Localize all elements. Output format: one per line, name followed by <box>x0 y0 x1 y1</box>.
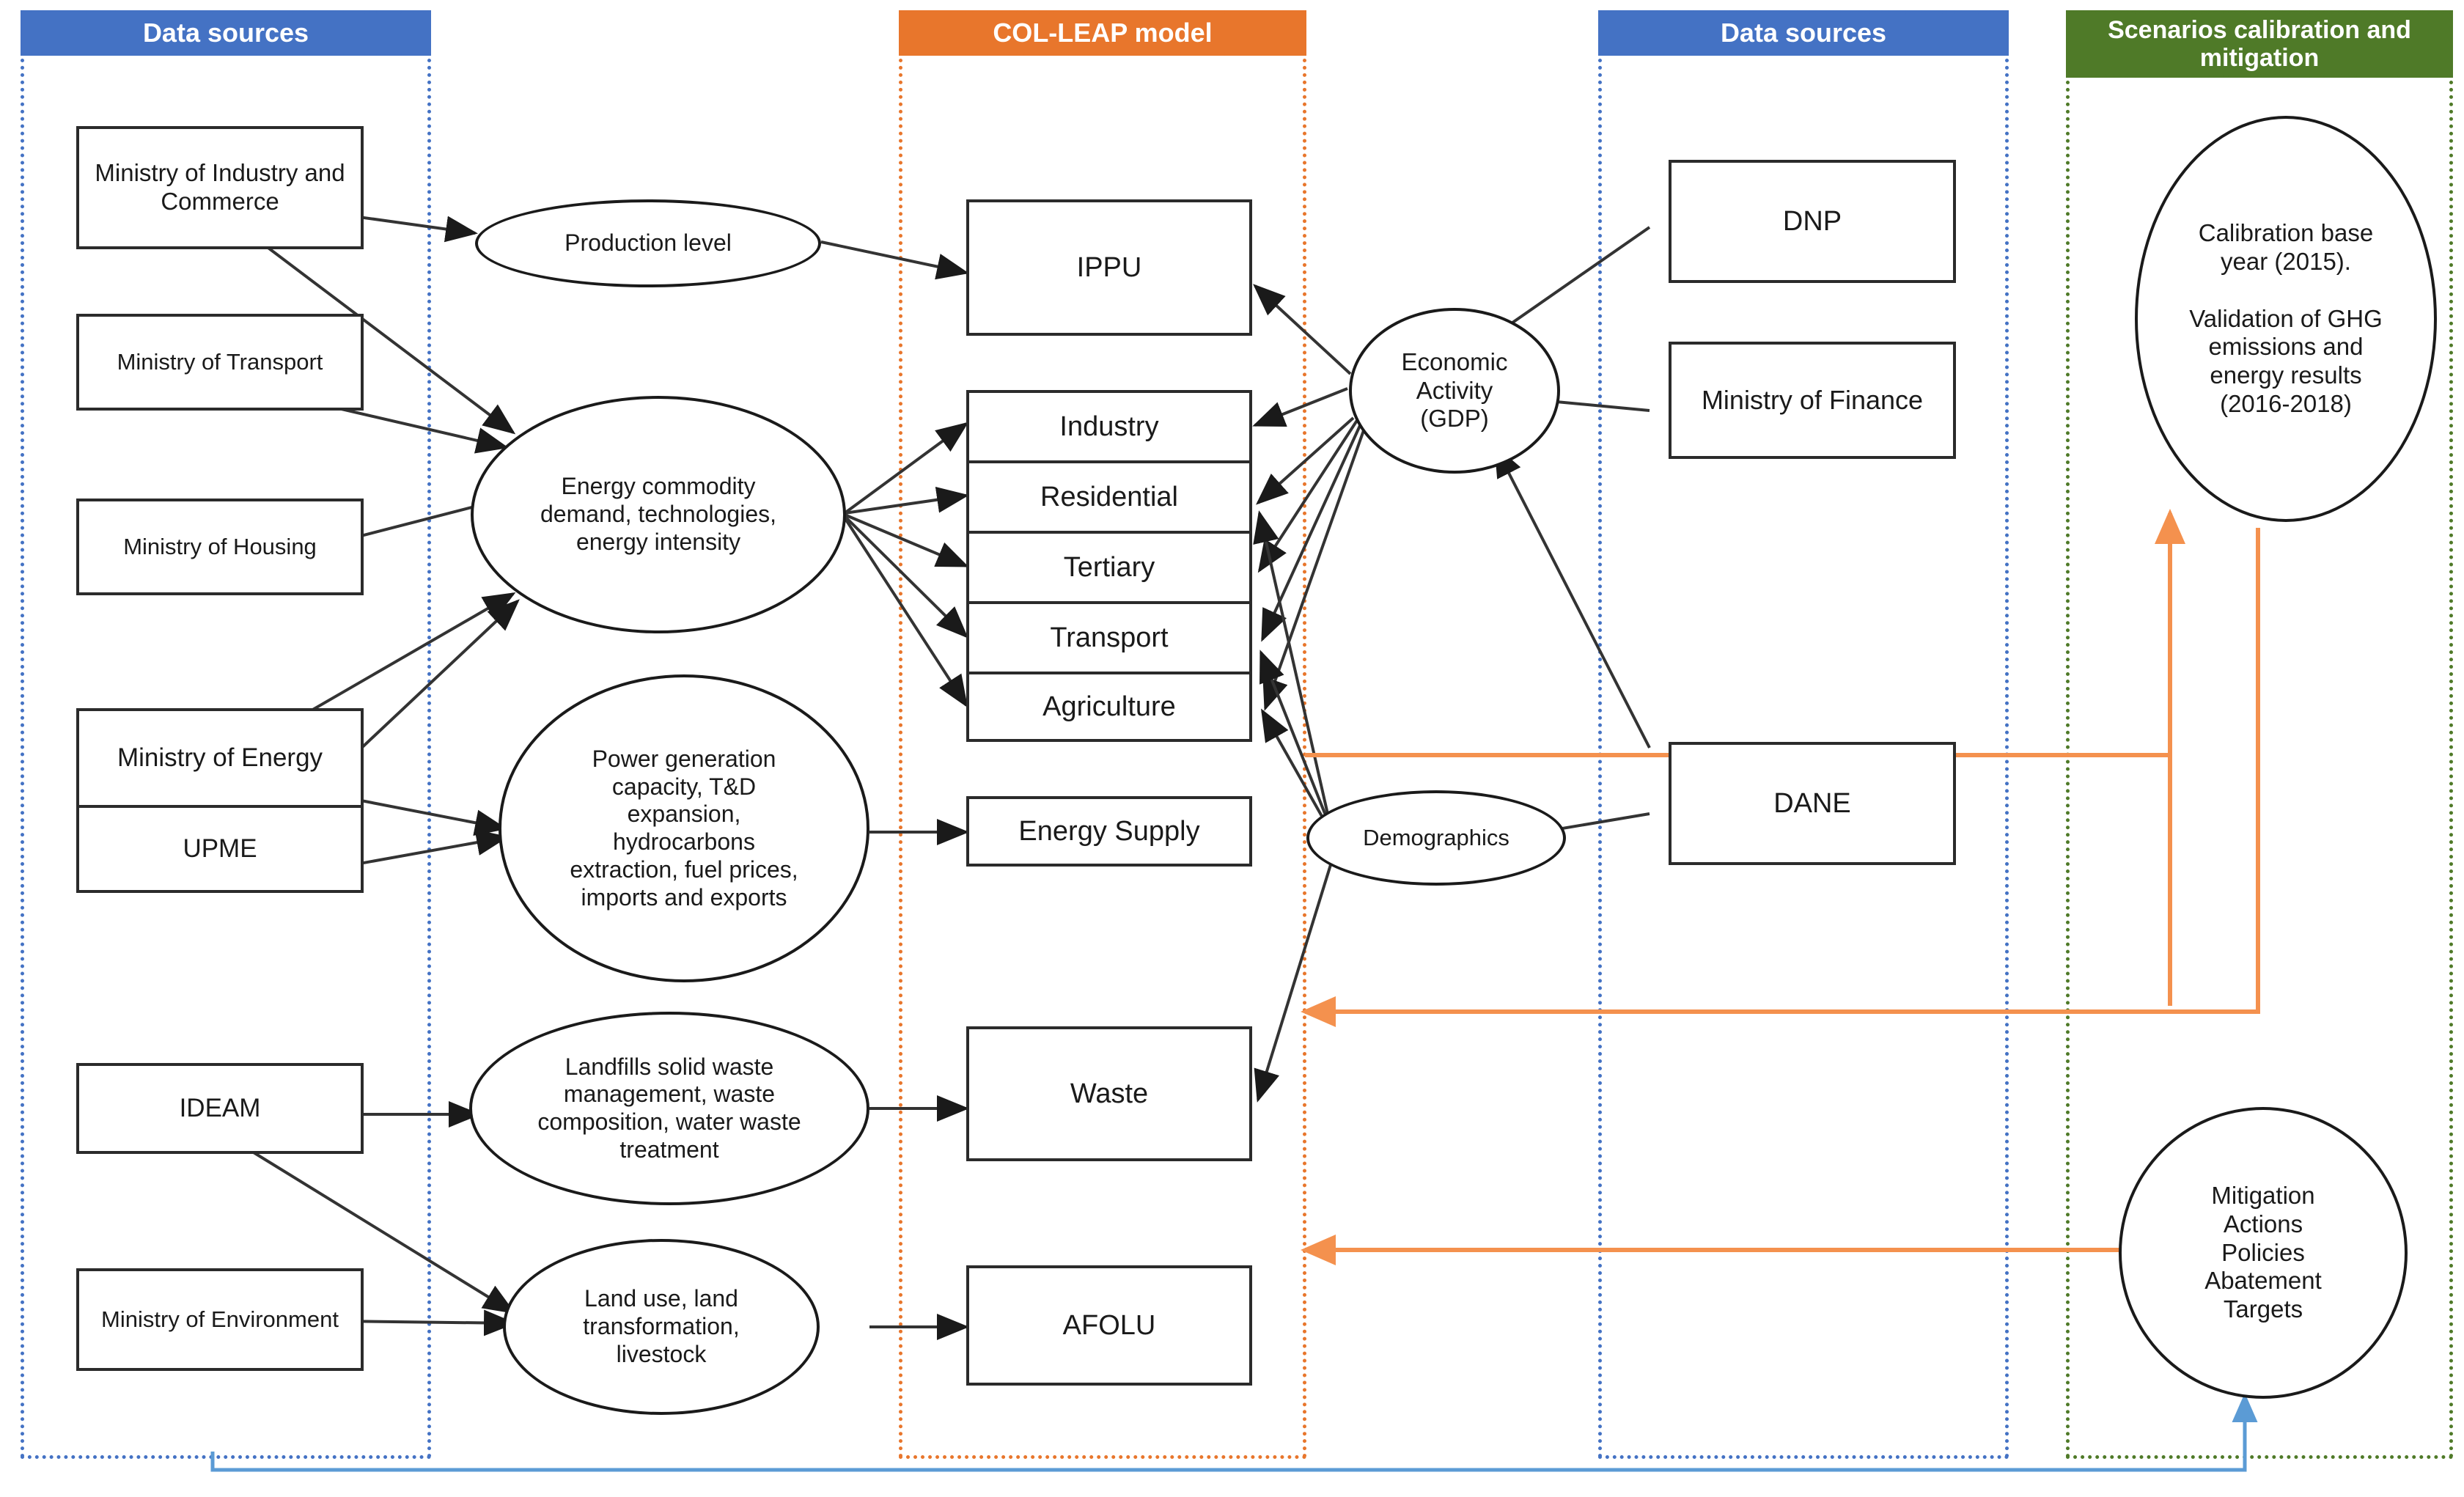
driver-label: Power generation capacity, T&D expansion… <box>570 745 798 911</box>
source-box-dnp[interactable]: DNP <box>1669 160 1956 283</box>
macro-label: Demographics <box>1363 824 1509 850</box>
macro-ellipse-demographics[interactable]: Demographics <box>1306 790 1566 886</box>
scenario-circle-mitigation-actions[interactable]: Mitigation Actions Policies Abatement Ta… <box>2119 1107 2408 1399</box>
panel-header-data-sources-right: Data sources <box>1598 10 2009 56</box>
module-label: AFOLU <box>1062 1309 1156 1341</box>
source-box-ministry-environment[interactable]: Ministry of Environment <box>76 1268 364 1371</box>
source-box-dane[interactable]: DANE <box>1669 742 1956 865</box>
panel-title: Data sources <box>142 17 309 48</box>
source-box-ideam[interactable]: IDEAM <box>76 1063 364 1154</box>
panel-header-data-sources-left: Data sources <box>21 10 431 56</box>
panel-title: COL-LEAP model <box>993 17 1213 48</box>
source-box-ministry-industry-commerce[interactable]: Ministry of Industry and Commerce <box>76 126 364 249</box>
driver-ellipse-energy-commodity-demand[interactable]: Energy commodity demand, technologies, e… <box>471 396 846 633</box>
scenario-label: Mitigation Actions Policies Abatement Ta… <box>2204 1181 2322 1323</box>
source-label: Ministry of Environment <box>101 1306 339 1332</box>
source-label: DNP <box>1782 205 1842 237</box>
module-label: Residential <box>1040 481 1178 512</box>
module-box-tertiary[interactable]: Tertiary <box>966 531 1252 601</box>
module-box-energy-supply[interactable]: Energy Supply <box>966 796 1252 867</box>
source-box-ministry-housing[interactable]: Ministry of Housing <box>76 499 364 595</box>
source-label: DANE <box>1773 787 1851 819</box>
source-box-ministry-energy[interactable]: Ministry of Energy <box>76 708 364 805</box>
module-box-transport[interactable]: Transport <box>966 601 1252 672</box>
module-label: Waste <box>1070 1078 1149 1109</box>
module-label: Energy Supply <box>1018 815 1200 847</box>
driver-label: Land use, land transformation, livestock <box>583 1285 740 1367</box>
driver-label: Landfills solid waste management, waste … <box>537 1053 801 1163</box>
module-label: Industry <box>1059 411 1159 442</box>
module-label: Tertiary <box>1063 551 1155 583</box>
driver-ellipse-landfills-waste[interactable]: Landfills solid waste management, waste … <box>469 1012 869 1205</box>
module-label: Transport <box>1050 622 1169 653</box>
scenario-circle-calibration-validation[interactable]: Calibration base year (2015). Validation… <box>2135 116 2437 522</box>
module-box-ippu[interactable]: IPPU <box>966 199 1252 336</box>
module-box-residential[interactable]: Residential <box>966 460 1252 531</box>
driver-ellipse-power-generation[interactable]: Power generation capacity, T&D expansion… <box>499 674 869 982</box>
source-box-upme[interactable]: UPME <box>76 805 364 893</box>
driver-ellipse-land-use[interactable]: Land use, land transformation, livestock <box>503 1239 820 1415</box>
driver-ellipse-production-level[interactable]: Production level <box>475 199 821 287</box>
module-label: Agriculture <box>1042 691 1176 722</box>
driver-label: Production level <box>564 229 732 257</box>
module-box-waste[interactable]: Waste <box>966 1026 1252 1161</box>
module-box-industry[interactable]: Industry <box>966 390 1252 460</box>
scenario-label: Calibration base year (2015). Validation… <box>2189 218 2383 418</box>
source-label: Ministry of Transport <box>117 348 323 375</box>
driver-label: Energy commodity demand, technologies, e… <box>540 473 776 555</box>
panel-title: Scenarios calibration and mitigation <box>2108 15 2411 72</box>
source-box-ministry-transport[interactable]: Ministry of Transport <box>76 314 364 411</box>
source-label: Ministry of Energy <box>117 743 323 773</box>
module-box-afolu[interactable]: AFOLU <box>966 1265 1252 1386</box>
source-label: Ministry of Finance <box>1701 384 1924 415</box>
panel-header-col-leap-model: COL-LEAP model <box>899 10 1306 56</box>
source-label: Ministry of Housing <box>123 533 317 559</box>
source-label: Ministry of Industry and Commerce <box>95 159 345 215</box>
source-box-ministry-finance[interactable]: Ministry of Finance <box>1669 342 1956 459</box>
source-label: IDEAM <box>179 1094 261 1123</box>
macro-ellipse-economic-activity[interactable]: Economic Activity (GDP) <box>1349 308 1560 474</box>
panel-header-scenarios: Scenarios calibration and mitigation <box>2066 10 2453 78</box>
module-box-agriculture[interactable]: Agriculture <box>966 672 1252 742</box>
panel-title: Data sources <box>1720 17 1887 48</box>
macro-label: Economic Activity (GDP) <box>1401 347 1508 433</box>
module-label: IPPU <box>1076 251 1142 283</box>
source-label: UPME <box>183 834 257 864</box>
